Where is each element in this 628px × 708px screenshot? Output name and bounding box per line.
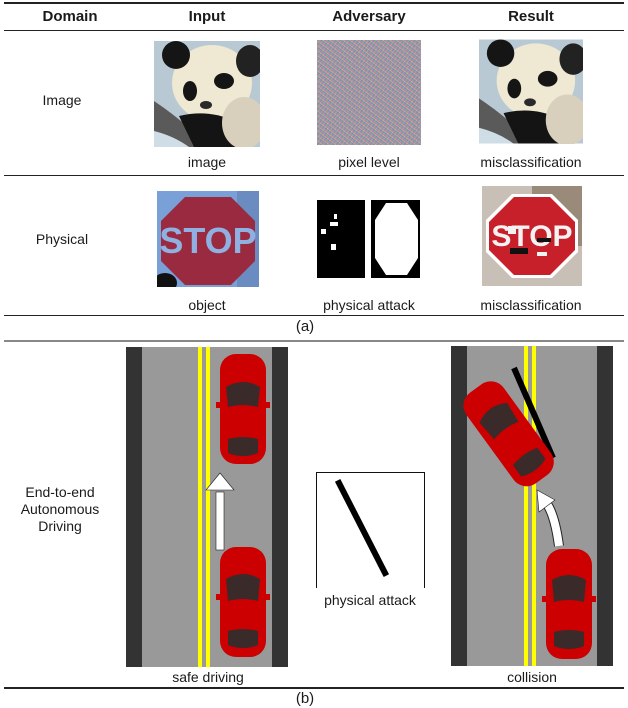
row-rule-2 bbox=[4, 315, 624, 316]
stop-sign-result-image: STOP bbox=[482, 186, 582, 286]
car-icon-bottom bbox=[216, 547, 270, 657]
header-domain: Domain bbox=[42, 8, 98, 25]
caption-safe-driving: safe driving bbox=[172, 669, 244, 685]
row-label-autonomous-driving: End-to-end Autonomous Driving bbox=[0, 484, 120, 535]
car-icon-crashed bbox=[463, 381, 554, 487]
physical-attack-line-box bbox=[316, 472, 425, 588]
caption-misclassification-1: misclassification bbox=[480, 154, 582, 170]
subcaption-b: (b) bbox=[295, 690, 315, 707]
stop-sign-input-text: STOP bbox=[159, 220, 256, 261]
header-rule bbox=[4, 30, 624, 31]
header-adversary: Adversary bbox=[332, 8, 406, 25]
domain-line-2: Autonomous bbox=[20, 501, 100, 517]
subcaption-a: (a) bbox=[295, 318, 315, 335]
caption-image: image bbox=[187, 154, 227, 170]
caption-pixel-level: pixel level bbox=[338, 154, 400, 170]
row-label-image: Image bbox=[42, 92, 82, 108]
row-rule-1 bbox=[4, 175, 624, 176]
stop-sign-result-text: STOP bbox=[491, 220, 572, 253]
stop-sign-input-image: STOP bbox=[157, 191, 259, 287]
safe-driving-scene bbox=[126, 347, 288, 667]
header-input: Input bbox=[188, 8, 226, 25]
section-rule bbox=[4, 340, 624, 342]
domain-line-3: Driving bbox=[38, 518, 82, 534]
caption-object: object bbox=[188, 297, 226, 313]
row-label-physical: Physical bbox=[35, 231, 89, 247]
attack-mask-image bbox=[317, 200, 365, 278]
car-icon-bottom-right bbox=[542, 549, 596, 659]
caption-physical-attack-b: physical attack bbox=[324, 592, 416, 608]
collision-scene bbox=[451, 346, 613, 666]
domain-line-1: End-to-end bbox=[25, 484, 95, 500]
table-top-rule bbox=[4, 2, 624, 4]
header-result: Result bbox=[508, 8, 554, 25]
caption-physical-attack-a: physical attack bbox=[323, 297, 415, 313]
sign-mask-image bbox=[371, 200, 420, 278]
panda-input-image bbox=[154, 41, 260, 147]
adversarial-noise-image bbox=[317, 40, 421, 145]
caption-collision: collision bbox=[507, 669, 557, 685]
table-b-bottom-rule bbox=[4, 687, 624, 689]
car-icon-top bbox=[216, 354, 270, 464]
caption-misclassification-2: misclassification bbox=[480, 297, 582, 313]
panda-result-image bbox=[479, 39, 583, 144]
